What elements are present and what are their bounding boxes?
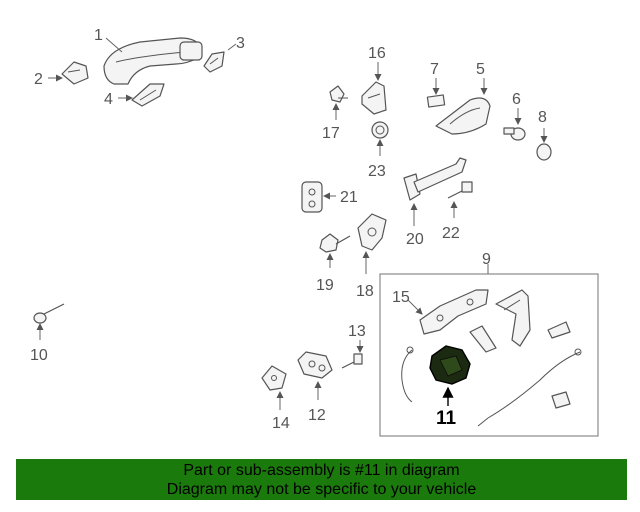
part-15-handle-frame[interactable] (407, 289, 489, 335)
callout-19: 19 (316, 277, 334, 294)
callout-4: 4 (104, 91, 113, 108)
callout-1: 1 (94, 27, 103, 44)
part-22-bolt[interactable] (447, 181, 473, 218)
part-19-bolt[interactable] (319, 233, 351, 268)
part-12-plate[interactable] (297, 351, 333, 400)
callout-13: 13 (348, 323, 366, 340)
part-6-screw[interactable] (503, 108, 526, 141)
part-17-clip[interactable] (329, 85, 348, 120)
part-11-door-latch[interactable] (429, 345, 471, 406)
callout-2: 2 (34, 71, 43, 88)
part-7-pad[interactable] (426, 78, 446, 108)
part-4-handle-pad[interactable] (118, 83, 165, 107)
callout-3: 3 (236, 35, 245, 52)
part-13-bolt[interactable] (341, 340, 364, 369)
part-23-grommet[interactable] (371, 121, 389, 156)
callout-18: 18 (356, 283, 374, 300)
callout-21: 21 (340, 189, 358, 206)
latch-linkage-rod (469, 289, 571, 409)
callout-15: 15 (392, 289, 410, 306)
part-9-latch-assembly-box[interactable] (379, 264, 599, 437)
callout-17: 17 (322, 125, 340, 142)
callout-12: 12 (308, 407, 326, 424)
part-1-outside-handle[interactable] (103, 37, 203, 85)
banner-line-2: Diagram may not be specific to your vehi… (166, 481, 477, 498)
part-14-gasket[interactable] (261, 365, 287, 410)
part-20-door-check[interactable] (403, 157, 467, 226)
callout-5: 5 (476, 61, 485, 78)
callout-14: 14 (272, 415, 290, 432)
part-21-striker[interactable] (301, 181, 336, 213)
part-8-cap[interactable] (536, 128, 552, 161)
part-2-handle-cap[interactable] (48, 61, 89, 85)
callout-20: 20 (406, 231, 424, 248)
callout-11: 11 (436, 408, 457, 429)
part-5-inside-handle[interactable] (435, 78, 491, 135)
part-10-screw[interactable] (33, 303, 65, 340)
banner-line-1: Part or sub-assembly is #11 in diagram (183, 462, 460, 479)
callout-7: 7 (430, 61, 439, 78)
callout-10: 10 (30, 347, 48, 364)
part-18-hinge[interactable] (357, 213, 387, 274)
callout-9: 9 (482, 251, 491, 268)
callout-6: 6 (512, 91, 521, 108)
callout-8: 8 (538, 109, 547, 126)
callout-23: 23 (368, 163, 386, 180)
info-banner: Part or sub-assembly is #11 in diagram D… (16, 459, 627, 500)
callout-22: 22 (442, 225, 460, 242)
part-16-bracket[interactable] (361, 62, 387, 115)
part-3-gasket[interactable] (203, 43, 237, 73)
latch-cables (401, 346, 582, 427)
callout-16: 16 (368, 45, 386, 62)
